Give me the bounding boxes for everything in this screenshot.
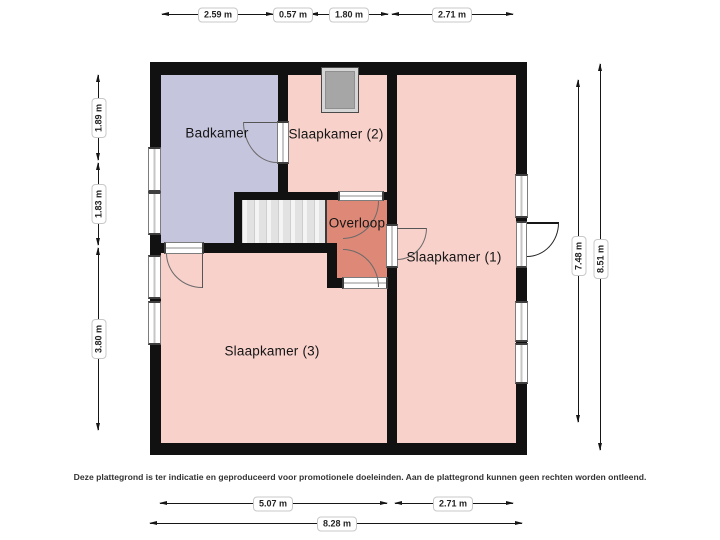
- disclaimer-text: Deze plattegrond is ter indicatie en gep…: [73, 472, 647, 482]
- dimension-label-bottom-2: 2.71 m: [432, 496, 474, 512]
- room-label-slaapkamer-2: Slaapkamer (2): [288, 126, 384, 142]
- stairs: [242, 198, 325, 243]
- window: [148, 192, 161, 235]
- window: [515, 301, 528, 342]
- dimension-label-left-2: 1.83 m: [91, 183, 107, 225]
- dimension-label-left-1: 1.89 m: [91, 97, 107, 139]
- dimension-label-top-4: 2.71 m: [431, 7, 473, 23]
- room-label-badkamer: Badkamer: [185, 125, 249, 141]
- door-opening: [338, 191, 384, 201]
- chimney: [322, 68, 358, 112]
- dimension-label-left-3: 3.80 m: [91, 318, 107, 360]
- room-label-slaapkamer-3: Slaapkamer (3): [224, 343, 320, 359]
- dimension-label-right-2: 8.51 m: [593, 238, 609, 280]
- wall: [150, 243, 337, 253]
- door-opening: [516, 221, 527, 268]
- window: [148, 255, 161, 299]
- stairs-edge: [325, 198, 327, 243]
- room-label-overloop: Overloop: [328, 215, 386, 231]
- window: [515, 343, 528, 384]
- dimension-label-top-1: 2.59 m: [197, 7, 239, 23]
- door-opening: [277, 121, 289, 164]
- dimension-label-top-2: 0.57 m: [272, 7, 314, 23]
- dimension-label-top-3: 1.80 m: [328, 7, 370, 23]
- wall: [234, 192, 242, 253]
- window: [148, 301, 161, 345]
- room-slaapkamer-1: [397, 75, 516, 443]
- dimension-label-bottom-1: 5.07 m: [252, 496, 294, 512]
- wall: [234, 192, 387, 200]
- door-arc: [527, 223, 559, 257]
- door-leaf: [202, 253, 203, 288]
- room-label-slaapkamer-1: Slaapkamer (1): [406, 249, 502, 265]
- dimension-label-bottom-3: 8.28 m: [316, 516, 358, 532]
- window: [148, 147, 161, 192]
- window: [515, 174, 528, 218]
- wall: [327, 243, 337, 288]
- dimension-label-right-1: 7.48 m: [571, 235, 587, 277]
